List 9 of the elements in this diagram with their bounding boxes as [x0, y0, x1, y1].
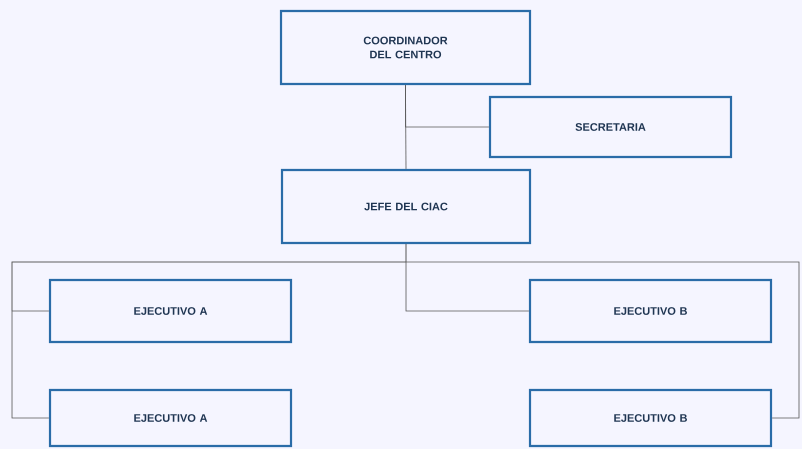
org-box: EJECUTIVO B	[528, 278, 772, 344]
org-box: COORDINADOR DEL CENTRO	[280, 10, 532, 86]
org-box: JEFE DEL CIAC	[280, 168, 532, 244]
connector-line	[405, 84, 490, 128]
connector-line	[406, 244, 800, 418]
org-box: EJECUTIVO A	[48, 278, 292, 344]
org-box: EJECUTIVO B	[528, 388, 772, 448]
org-box: SECRETARIA	[488, 96, 732, 158]
org-box: EJECUTIVO A	[48, 388, 292, 448]
